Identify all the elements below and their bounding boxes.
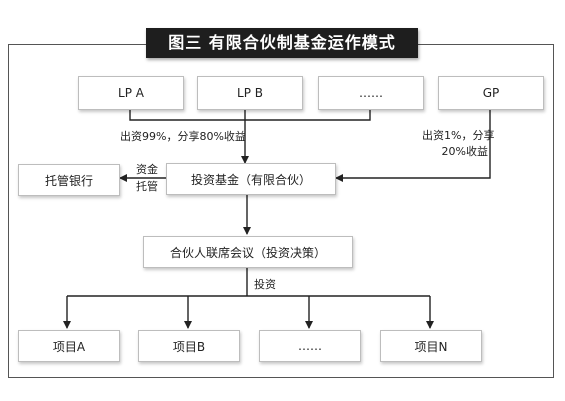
partners-committee-label: 合伙人联席会议（投资决策） bbox=[169, 245, 326, 260]
project-b-label: 项目B bbox=[172, 339, 206, 354]
gp-contribution-label-line1: 出资1%，分享 bbox=[422, 129, 495, 142]
project-n-box: 项目N bbox=[380, 330, 482, 362]
lp-a-label: LP A bbox=[118, 86, 144, 100]
project-b-box: 项目B bbox=[138, 330, 240, 362]
investment-fund-label: 投资基金（有限合伙） bbox=[190, 172, 311, 187]
project-a-box: 项目A bbox=[18, 330, 120, 362]
lp-a-connector bbox=[129, 108, 371, 121]
custodian-bank-label: 托管银行 bbox=[44, 173, 93, 188]
project-n-label: 项目N bbox=[414, 339, 448, 354]
diagram-title: 图三 有限合伙制基金运作模式 bbox=[146, 28, 418, 58]
gp-to-fund-arrow bbox=[335, 108, 491, 182]
custodian-bank-box: 托管银行 bbox=[18, 164, 120, 196]
lp-contribution-label: 出资99%，分享80%收益 bbox=[120, 130, 246, 143]
investment-fund-box: 投资基金（有限合伙） bbox=[166, 163, 336, 195]
lp-more-label: …… bbox=[359, 86, 383, 100]
invest-label: 投资 bbox=[254, 278, 276, 291]
project-a-label: 项目A bbox=[52, 339, 86, 354]
lp-b-box: LP B bbox=[197, 76, 303, 110]
project-more-box: …… bbox=[259, 330, 361, 362]
gp-contribution-label-line2: 20%收益 bbox=[441, 145, 488, 158]
custody-label-line1: 资金 bbox=[136, 163, 158, 176]
lp-b-label: LP B bbox=[237, 86, 263, 100]
gp-label: GP bbox=[482, 86, 500, 100]
gp-box: GP bbox=[438, 76, 544, 110]
lp-more-box: …… bbox=[318, 76, 424, 110]
lp-a-box: LP A bbox=[78, 76, 184, 110]
custody-label-line2: 托管 bbox=[136, 180, 158, 193]
project-more-label: …… bbox=[298, 339, 322, 353]
partners-committee-box: 合伙人联席会议（投资决策） bbox=[143, 236, 353, 268]
